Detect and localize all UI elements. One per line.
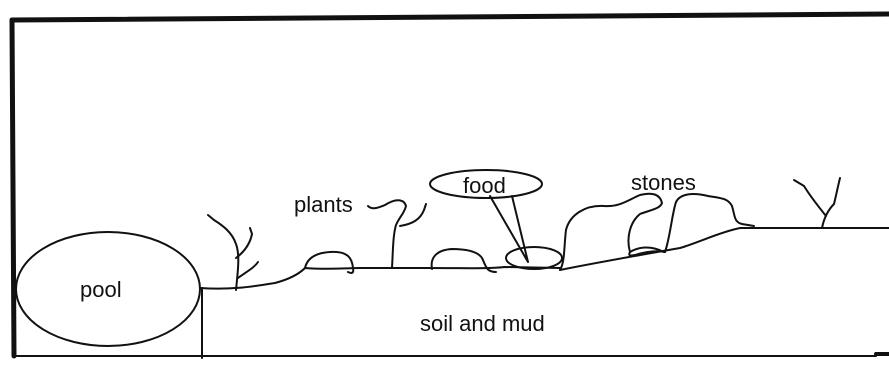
stone-1 [305,252,353,273]
pool-label: pool [80,279,122,301]
plant-3 [794,178,840,228]
food-item [506,247,562,269]
frame [12,14,889,356]
plant-2 [368,200,426,268]
ground-line [200,267,560,289]
plant-1 [208,215,258,290]
stone-3 [560,194,665,270]
plants-label: plants [294,194,353,216]
stones-label: stones [631,172,696,194]
ground-right [560,228,889,270]
soil-label: soil and mud [420,313,545,335]
stone-4 [665,194,754,252]
food-label: food [463,175,506,197]
